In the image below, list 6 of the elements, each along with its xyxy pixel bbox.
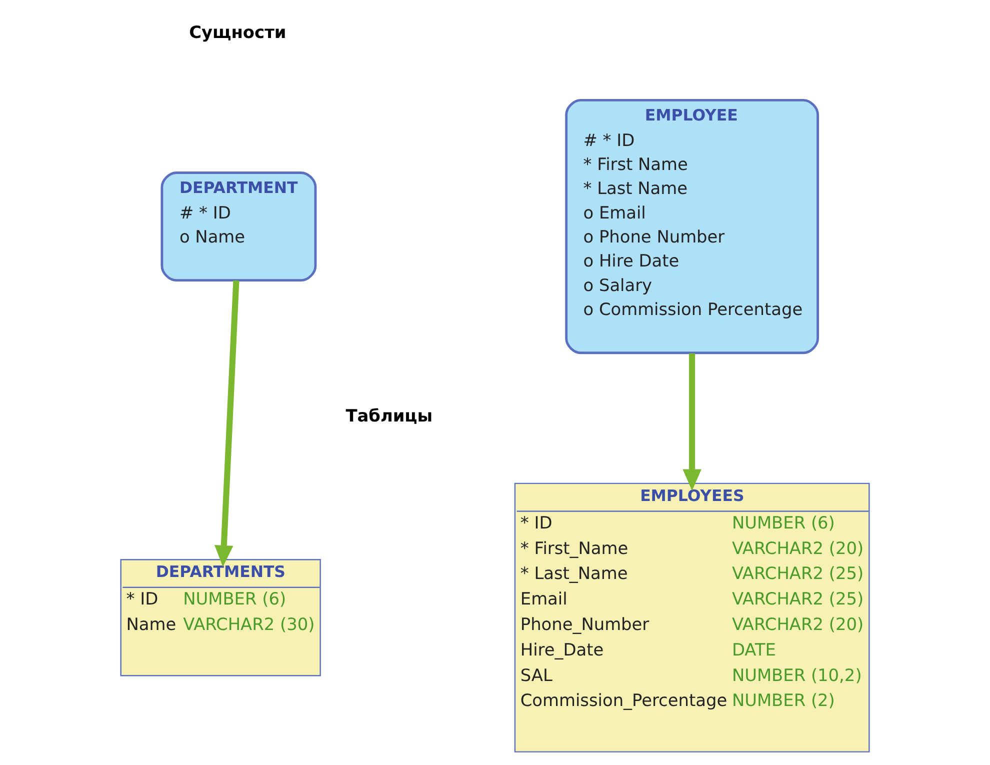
arrow (214, 280, 240, 567)
node-box: EMPLOYEE # * ID * First Name * Last Name o Email o Phone Number o Hire Date o Salary o Commission Percentage (565, 99, 819, 354)
node-box: DEPARTMENT # * ID o Name (160, 172, 317, 282)
arrow (682, 353, 702, 491)
label: Таблицы (346, 405, 432, 426)
label: Сущности (189, 22, 286, 42)
